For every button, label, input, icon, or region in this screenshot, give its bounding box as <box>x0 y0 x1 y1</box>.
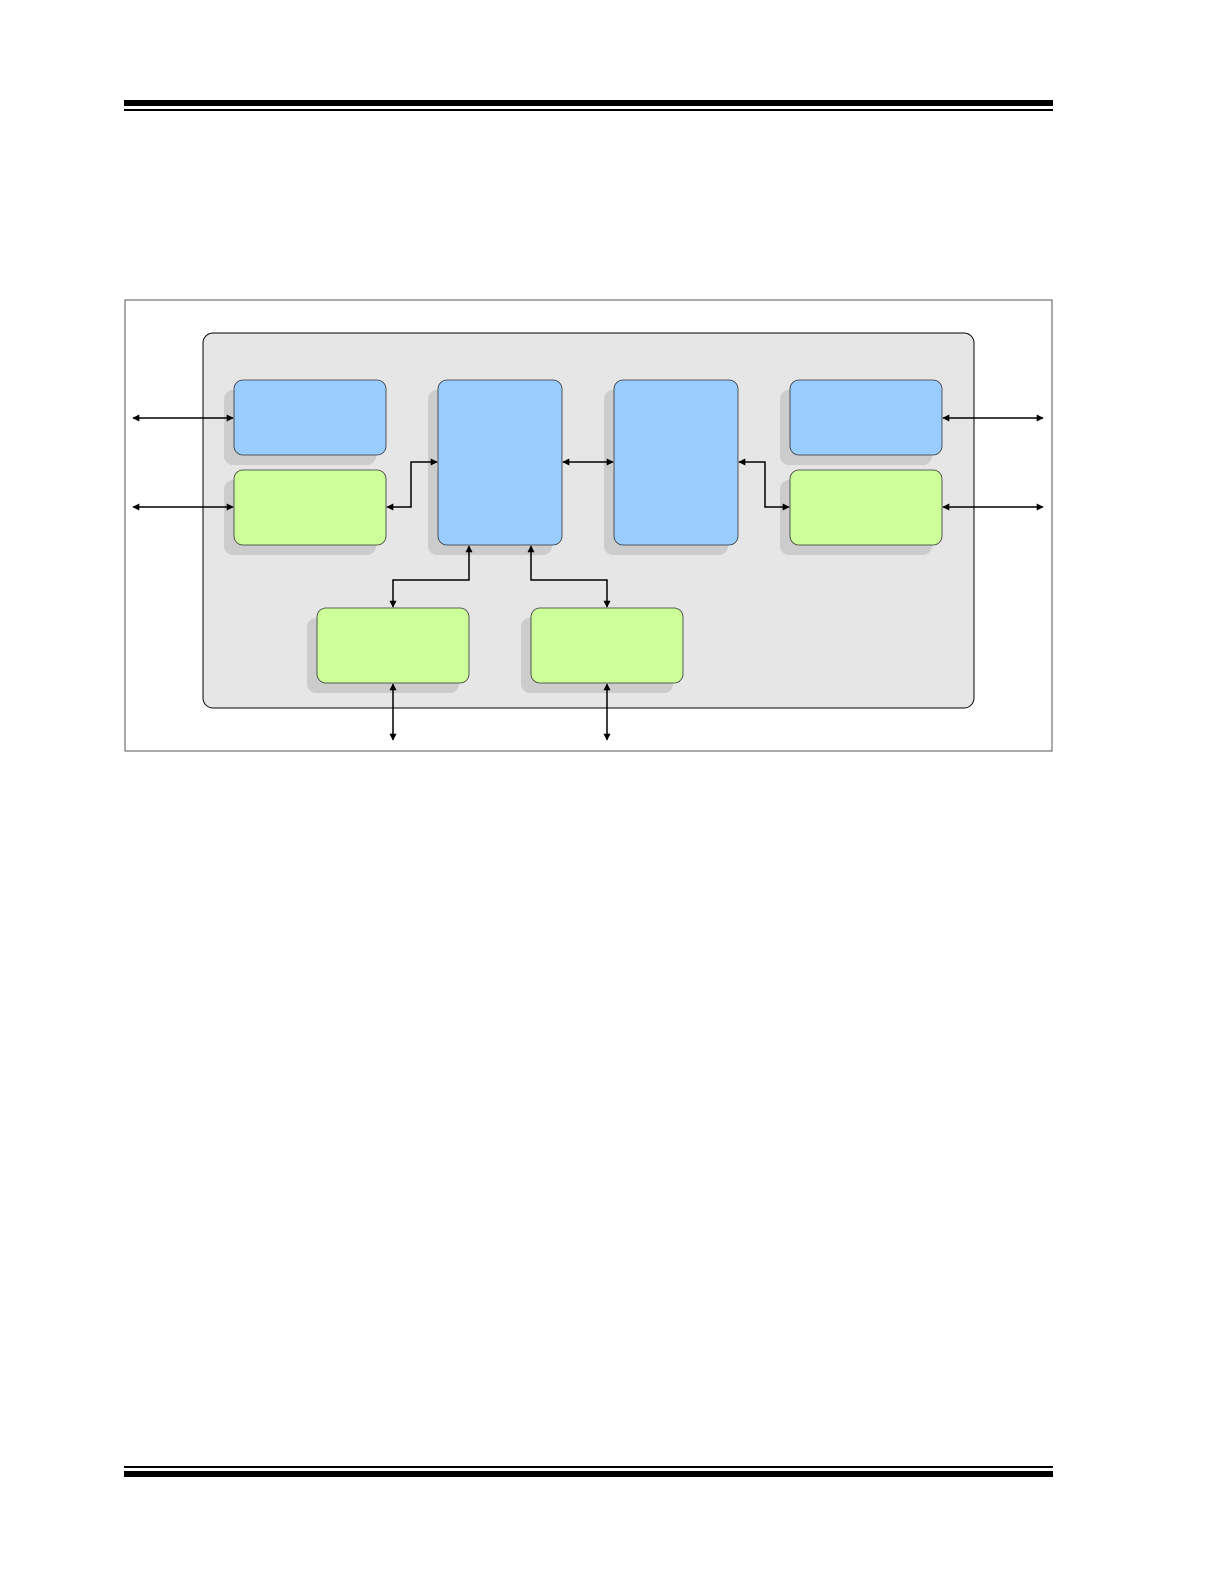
footer-rule-thick <box>124 1471 1053 1477</box>
block-center-right <box>613 379 739 546</box>
header-rule-thick <box>124 100 1053 106</box>
block-center-left <box>437 379 563 546</box>
block-right-top <box>789 379 943 456</box>
arrow-left-bottom-to-center-left <box>386 458 438 511</box>
header-rule-thin <box>124 109 1053 111</box>
block-left-top <box>233 379 387 456</box>
block-right-bottom <box>789 469 943 546</box>
footer-rule-thin <box>124 1466 1053 1468</box>
arrow-center-left-to-bottom-right <box>527 545 611 608</box>
arrow-center-left-to-bottom-left <box>389 545 473 608</box>
block-bottom-left <box>316 607 470 684</box>
block-bottom-right <box>530 607 684 684</box>
arrow-center-right-to-right-bottom <box>738 458 790 511</box>
block-left-bottom <box>233 469 387 546</box>
